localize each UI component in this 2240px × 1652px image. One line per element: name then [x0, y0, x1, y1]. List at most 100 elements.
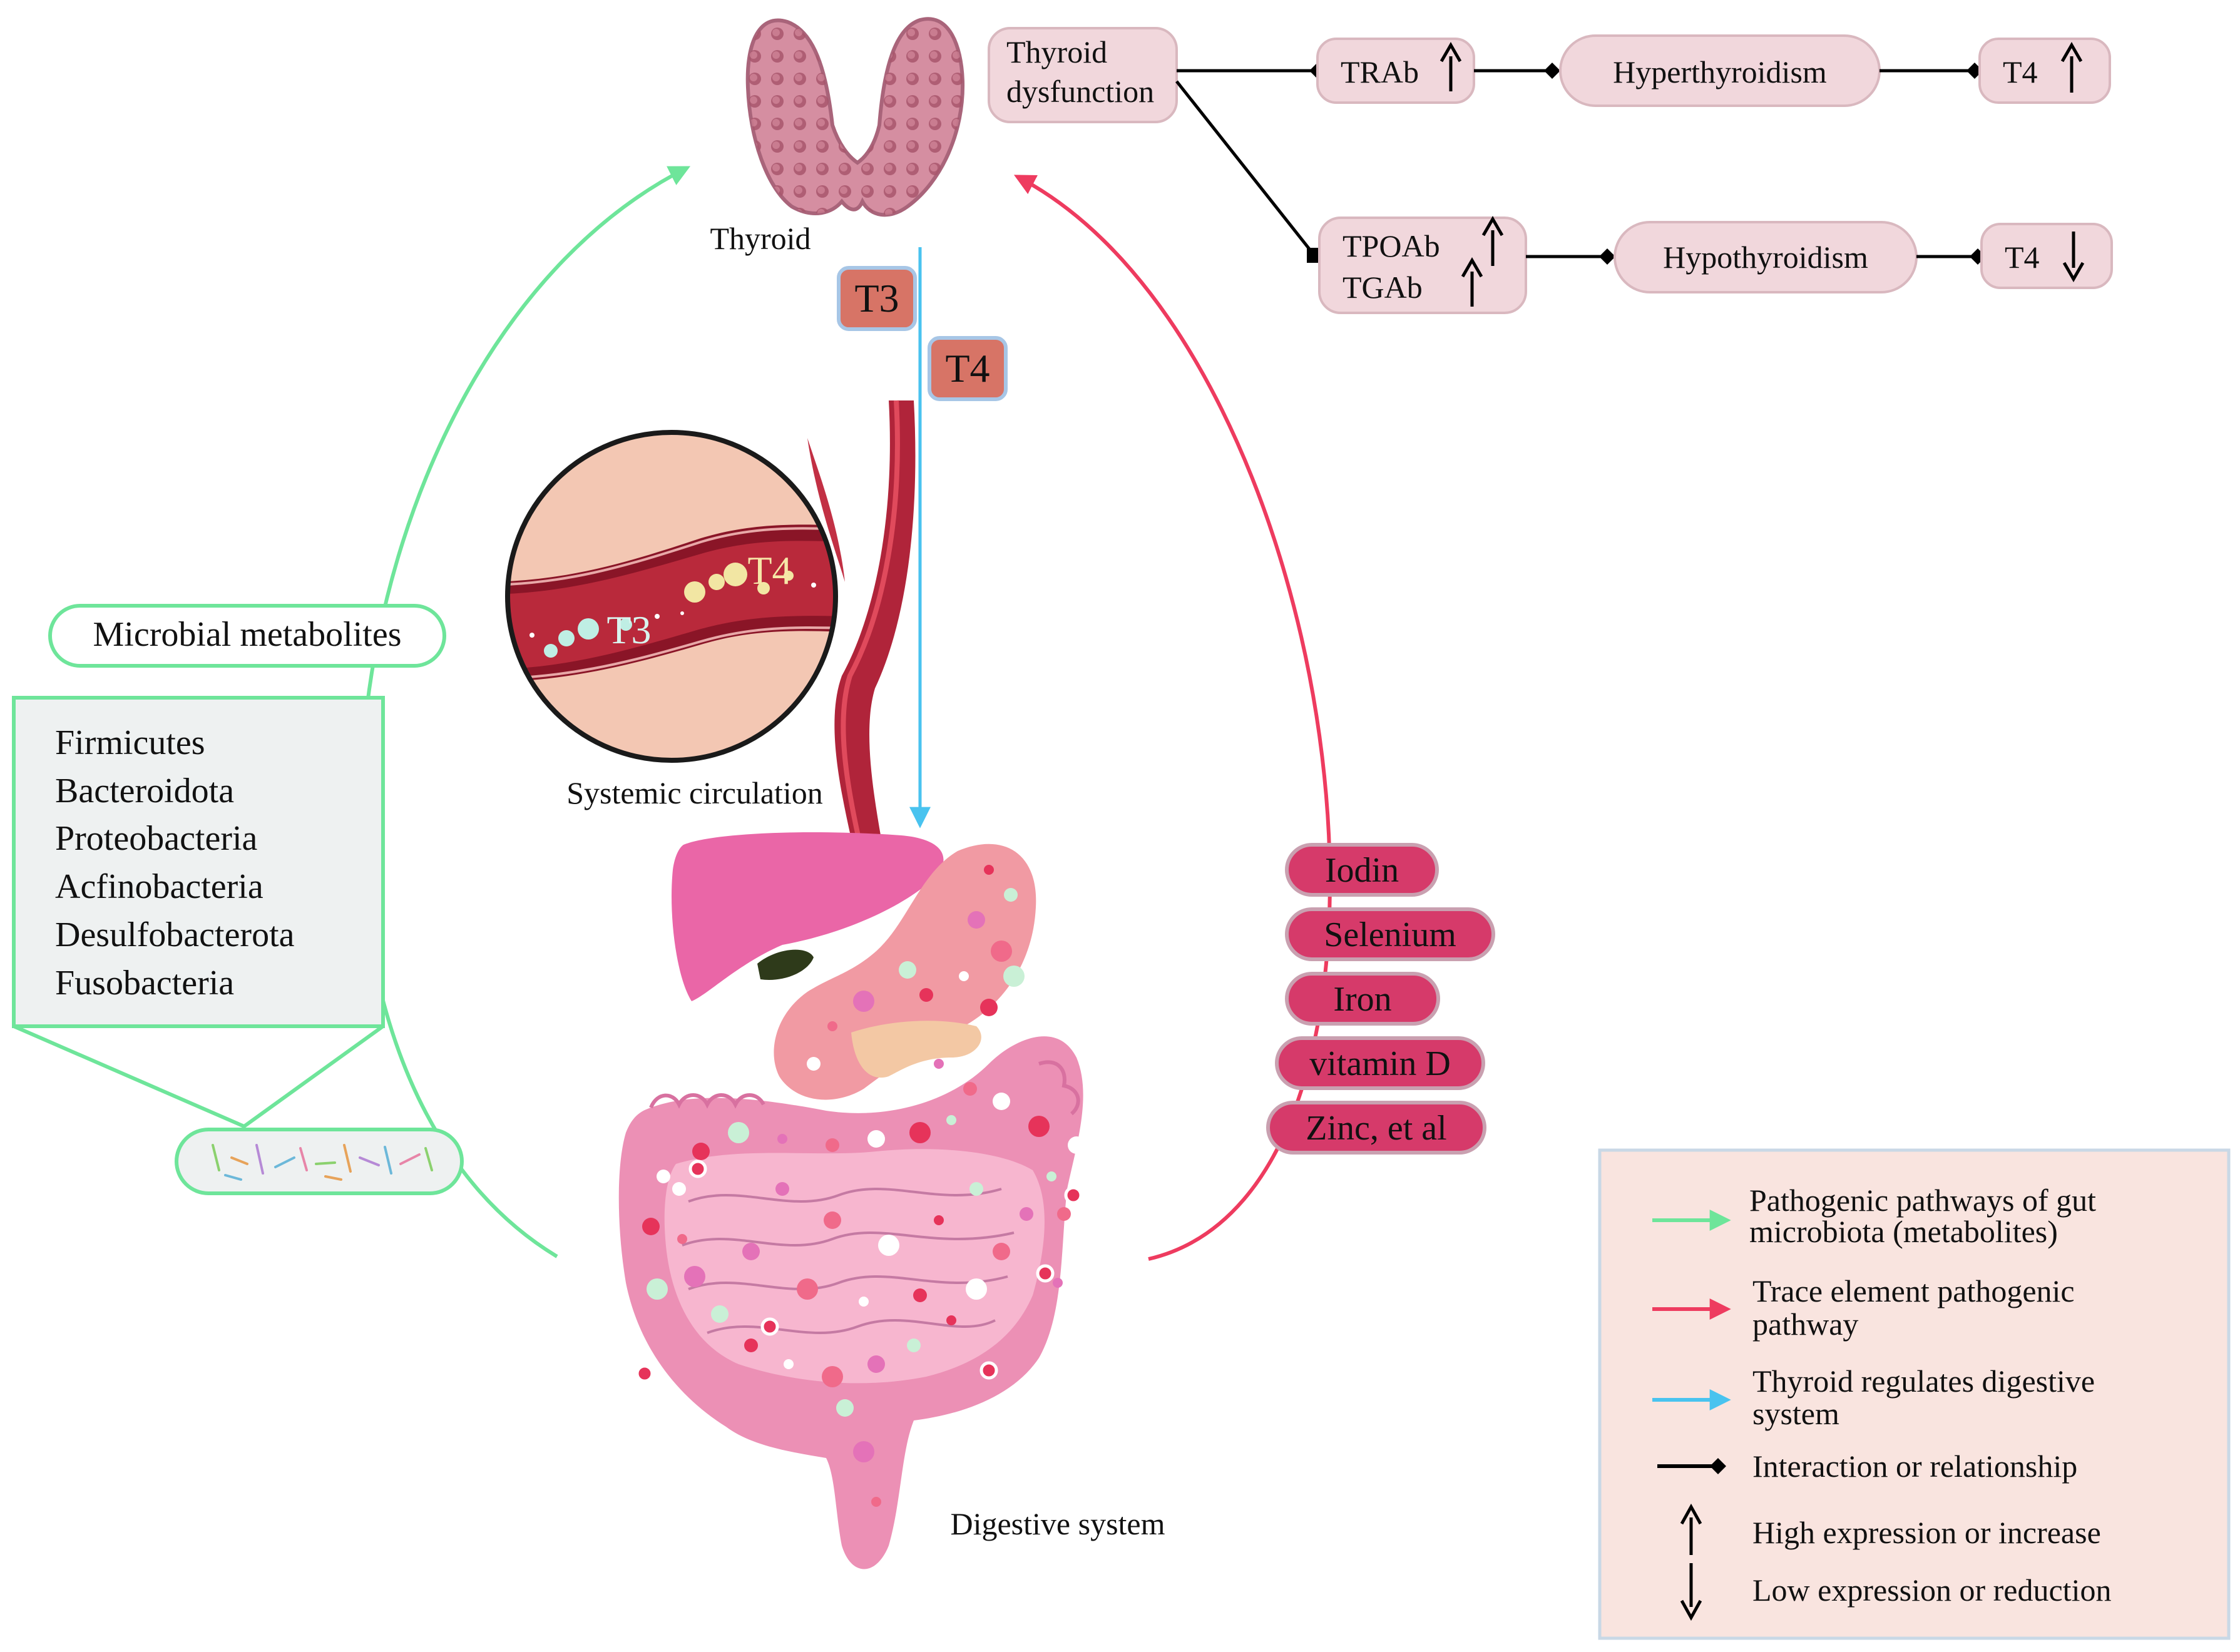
- blood-vessel-illustration: [807, 400, 916, 839]
- gut-particle: [899, 961, 916, 979]
- red-pathway-arrow: [1013, 175, 1332, 1261]
- gut-particle: [1064, 1186, 1083, 1205]
- gut-particle: [692, 1143, 710, 1160]
- t3-hormone-tag: T3: [837, 266, 917, 331]
- trace-element-iron: Iron: [1285, 972, 1440, 1026]
- gut-particle: [969, 1182, 983, 1196]
- gut-particle: [822, 1366, 843, 1387]
- gut-particle: [1028, 1116, 1050, 1137]
- thyroid-dysfunction-line1: Thyroid: [1006, 34, 1107, 69]
- gut-particle: [980, 999, 998, 1016]
- gut-particle: [684, 1266, 705, 1287]
- microbial-metabolites-pill: Microbial metabolites: [48, 604, 446, 668]
- gut-particle: [784, 1359, 794, 1369]
- legend-down-arrow-icon: [1680, 1563, 1702, 1621]
- legend-item-5-line1: High expression or increase: [1752, 1515, 2101, 1550]
- gut-particle: [913, 1288, 927, 1302]
- trab-up-arrow-icon: [1440, 41, 1462, 91]
- t4-low-label: T4: [2005, 240, 2040, 275]
- gut-particle: [946, 1115, 956, 1125]
- t4-hormone-tag: T4: [928, 336, 1008, 401]
- systemic-circulation-magnifier: T3 T4: [505, 430, 838, 763]
- gut-particle: [859, 1297, 869, 1307]
- gut-particle: [946, 1315, 956, 1325]
- gut-particle: [1053, 1278, 1063, 1288]
- gut-particle: [934, 1215, 944, 1225]
- trace-element-zinc: Zinc, et al: [1266, 1101, 1486, 1155]
- gut-particle: [853, 1441, 874, 1462]
- gut-particle: [1057, 1207, 1071, 1221]
- legend-item-3-line2: system: [1752, 1396, 1839, 1431]
- t3-in-vessel-label: T3: [606, 608, 651, 652]
- gut-particle: [742, 1243, 760, 1260]
- hyperthyroidism-pill: Hyperthyroidism: [1559, 34, 1881, 107]
- trab-label: TRAb: [1341, 54, 1419, 89]
- gut-particle: [647, 1278, 668, 1300]
- gut-particle: [853, 991, 874, 1012]
- gut-particle: [672, 1182, 686, 1196]
- trace-element-vitamin-d: vitamin D: [1275, 1036, 1485, 1090]
- gut-particle: [1003, 966, 1025, 987]
- tpoab-label: TPOAb: [1342, 228, 1440, 263]
- gut-particle: [797, 1278, 818, 1300]
- thyroid-label: Thyroid: [710, 221, 811, 256]
- gut-particle: [777, 1134, 787, 1144]
- legend-item-4-line1: Interaction or relationship: [1752, 1449, 2077, 1484]
- connector-dysfunction-tpoab: [1175, 80, 1316, 257]
- systemic-circulation-label: Systemic circulation: [566, 775, 823, 810]
- gut-particle: [775, 1182, 789, 1196]
- gut-particle: [826, 1138, 839, 1152]
- legend-item-2-line2: pathway: [1752, 1307, 1858, 1342]
- phylum-proteobacteria: Proteobacteria: [55, 819, 258, 858]
- gut-particle: [1004, 888, 1018, 902]
- gut-particle: [934, 1059, 944, 1069]
- gut-particle: [688, 1160, 707, 1178]
- digestive-system-illustration: [618, 832, 1083, 1569]
- gut-particle: [993, 1093, 1010, 1110]
- t4-high-box: T4: [1978, 38, 2111, 104]
- trab-box: TRAb: [1316, 38, 1475, 104]
- microbial-metabolites-label: Microbial metabolites: [93, 615, 402, 654]
- digestive-system-label: Digestive system: [950, 1506, 1165, 1541]
- trace-element-iron-label: Iron: [1333, 980, 1391, 1019]
- t4-in-vessel-label: T4: [747, 548, 792, 593]
- gut-particle: [968, 911, 985, 929]
- t4-up-arrow-icon: [2060, 41, 2083, 93]
- phylum-acfinobacteria: Acfinobacteria: [55, 867, 263, 906]
- tpoab-up-arrow-icon: [1481, 215, 1504, 266]
- phylum-desulfobacterota: Desulfobacterota: [55, 915, 295, 954]
- gut-bacteria-capsule-icon: [175, 1128, 464, 1195]
- gut-particle: [657, 1170, 670, 1183]
- gut-particle: [966, 1278, 987, 1300]
- gut-particle: [909, 1122, 931, 1143]
- gut-particle: [1046, 1171, 1056, 1181]
- legend-item-1-line2: microbiota (metabolites): [1749, 1214, 2058, 1249]
- t4-low-box: T4: [1980, 223, 2113, 289]
- gut-particle: [760, 1317, 779, 1336]
- gut-particle: [677, 1234, 687, 1244]
- gut-particle: [919, 988, 933, 1002]
- legend-item-6-line1: Low expression or reduction: [1752, 1573, 2111, 1608]
- trace-element-vitamin-d-label: vitamin D: [1309, 1044, 1451, 1083]
- tgab-label: TGAb: [1342, 270, 1423, 305]
- gut-particle: [979, 1361, 998, 1380]
- gut-particle: [1068, 1136, 1085, 1154]
- trace-element-selenium: Selenium: [1285, 907, 1495, 961]
- gut-particle: [963, 1082, 977, 1096]
- microbiota-phyla-box: Firmicutes Bacteroidota Proteobacteria A…: [12, 696, 385, 1129]
- thyroid-dysfunction-line2: dysfunction: [1006, 74, 1154, 109]
- thyroid-gland-illustration: [745, 17, 965, 217]
- legend: Pathogenic pathways of gut microbiota (m…: [1598, 1148, 2231, 1640]
- gut-particle: [744, 1338, 758, 1352]
- phylum-firmicutes: Firmicutes: [55, 723, 205, 762]
- trace-element-selenium-label: Selenium: [1324, 915, 1456, 954]
- trace-element-zinc-label: Zinc, et al: [1306, 1109, 1446, 1148]
- gut-particle: [824, 1211, 841, 1229]
- gut-particle: [711, 1305, 729, 1323]
- legend-item-2-line1: Trace element pathogenic: [1752, 1273, 2075, 1308]
- hypothyroidism-label: Hypothyroidism: [1663, 240, 1868, 275]
- gut-particle: [807, 1057, 821, 1071]
- legend-up-arrow-icon: [1680, 1503, 1702, 1555]
